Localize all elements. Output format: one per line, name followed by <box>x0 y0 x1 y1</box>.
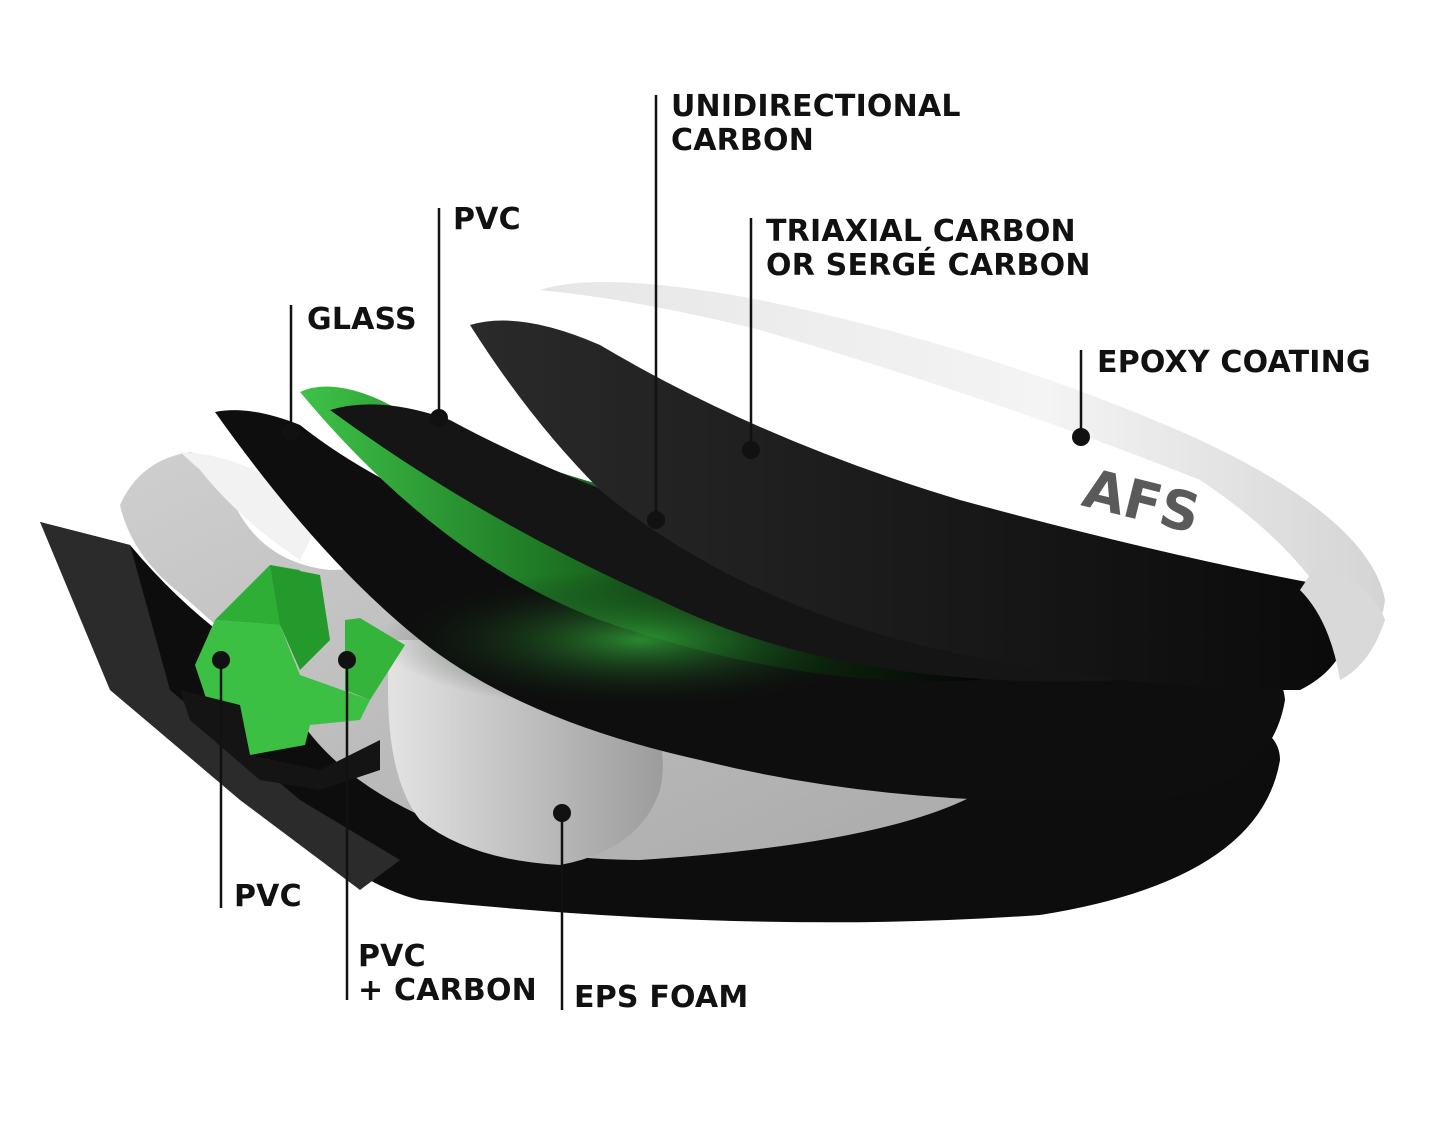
dot-glass <box>282 423 300 441</box>
dot-pvc-carbon <box>338 651 356 669</box>
dot-pvc-bottom <box>212 651 230 669</box>
pvc-carbon-insert-face <box>270 565 330 670</box>
label-triaxial-carbon-line1: TRIAXIAL CARBON <box>766 214 1076 249</box>
label-glass: GLASS <box>307 303 417 337</box>
dot-pvc-top <box>430 409 448 427</box>
label-pvc-carbon-line2: + CARBON <box>358 973 537 1008</box>
label-triaxial-carbon: TRIAXIAL CARBON OR SERGÉ CARBON <box>766 215 1091 283</box>
pvc-carbon-insert <box>345 618 405 700</box>
label-pvc-top: PVC <box>453 203 521 237</box>
label-pvc-carbon: PVC + CARBON <box>358 940 537 1008</box>
dot-triaxial-carbon <box>742 441 760 459</box>
bottom-hull-edge <box>40 522 400 890</box>
label-epoxy-coating-line1: EPOXY COATING <box>1097 345 1371 380</box>
carbon-cap-block <box>180 690 380 790</box>
label-unidirectional-carbon-line1: UNIDIRECTIONAL <box>671 89 961 124</box>
label-unidirectional-carbon: UNIDIRECTIONAL CARBON <box>671 90 961 158</box>
label-glass-line1: GLASS <box>307 302 417 337</box>
triaxial-carbon-layer <box>470 320 1352 690</box>
label-eps-foam: EPS FOAM <box>574 981 748 1015</box>
label-triaxial-carbon-line2: OR SERGÉ CARBON <box>766 248 1091 283</box>
foam-top-sheen <box>180 452 320 560</box>
epoxy-coating-layer <box>540 282 1385 650</box>
label-pvc-top-line1: PVC <box>453 202 521 237</box>
dot-eps-foam <box>553 804 571 822</box>
label-unidirectional-carbon-line2: CARBON <box>671 123 815 158</box>
label-pvc-bottom-line1: PVC <box>234 879 302 914</box>
dot-epoxy-coating <box>1072 428 1090 446</box>
label-epoxy-coating: EPOXY COATING <box>1097 346 1371 380</box>
label-pvc-carbon-line1: PVC <box>358 939 426 974</box>
label-eps-foam-line1: EPS FOAM <box>574 980 749 1015</box>
label-pvc-bottom: PVC <box>234 880 302 914</box>
epoxy-coating-rim <box>1300 560 1385 680</box>
dot-unidirectional-carbon <box>647 511 665 529</box>
